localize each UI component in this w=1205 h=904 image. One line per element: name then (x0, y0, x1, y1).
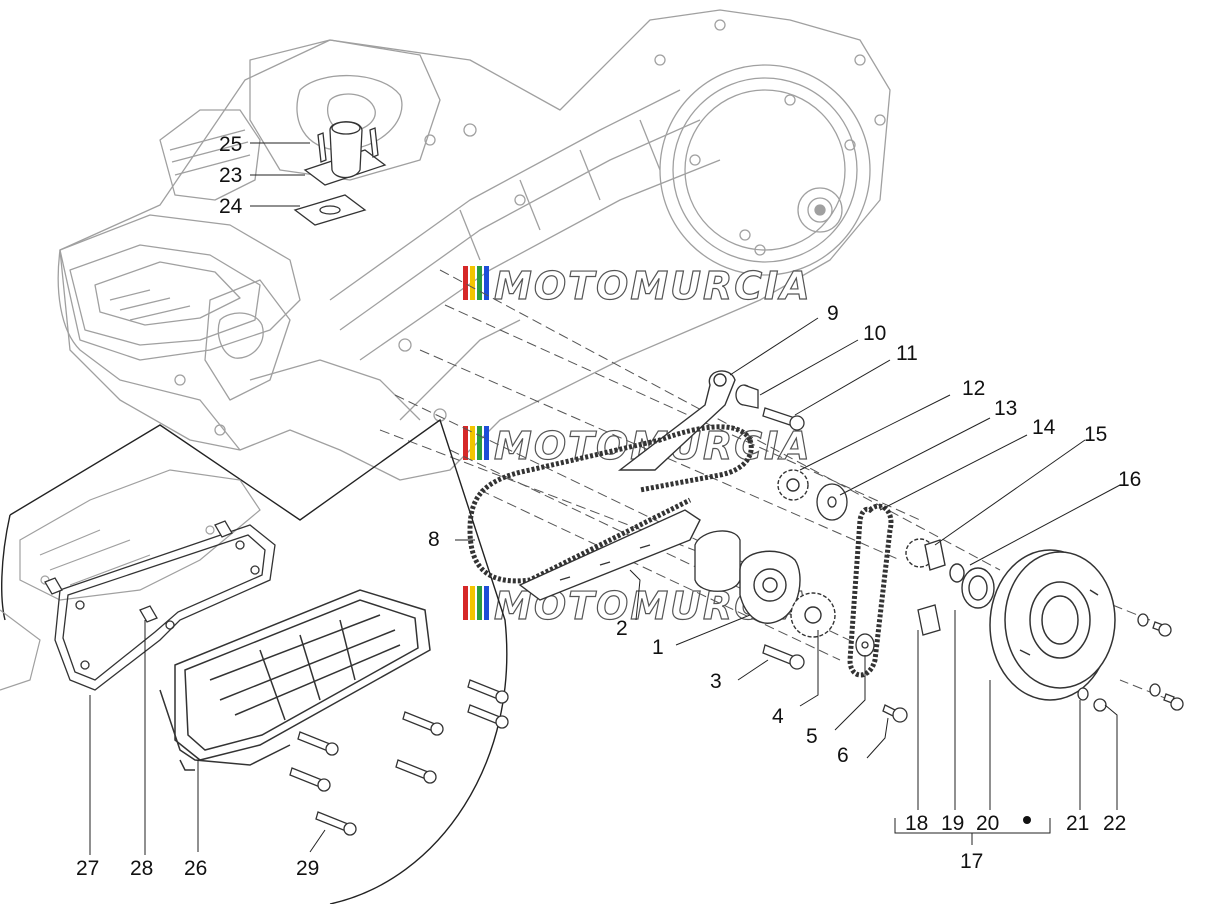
callout-5: 5 (806, 725, 818, 748)
washer-part-13 (816, 483, 848, 521)
leader-lines (89, 142, 1121, 855)
engine-assembly-drawing (57, 9, 891, 481)
callout-labels: 9 10 11 12 13 14 15 16 8 2 1 3 4 5 6 25 … (76, 133, 1141, 880)
watermark-text: MOTOMURCIA (494, 264, 812, 308)
callout-16: 16 (1118, 468, 1141, 491)
callout-14: 14 (1032, 416, 1056, 439)
pad-part-18 (917, 604, 941, 636)
timing-chain-part-8 (467, 424, 754, 584)
chain-guide-part-2 (518, 509, 701, 601)
bolts-part-22 (1093, 613, 1184, 712)
callout-23: 23 (219, 164, 242, 187)
chain-tensioner-parts (293, 121, 387, 226)
callout-15: 15 (1084, 423, 1107, 446)
callout-12: 12 (962, 377, 985, 400)
washer-part-5 (855, 633, 875, 657)
bushing-part-10 (735, 384, 759, 409)
inset-background-drawing (0, 469, 261, 691)
gasket-part-1-plate (694, 530, 741, 592)
callout-19: 19 (941, 812, 964, 835)
callout-28: 28 (130, 857, 153, 880)
gasket-part-27 (54, 524, 276, 691)
callout-26: 26 (184, 857, 207, 880)
callout-27: 27 (76, 857, 99, 880)
callout-9: 9 (827, 302, 839, 325)
crank-sprocket-part-12 (777, 469, 809, 501)
callout-17: 17 (960, 850, 983, 873)
callout-6: 6 (837, 744, 849, 767)
clutch-cover-drawing (659, 64, 871, 276)
callout-10: 10 (863, 322, 886, 345)
callout-4: 4 (772, 705, 784, 728)
callout-18: 18 (905, 812, 928, 835)
oil-pump-part-1 (739, 550, 801, 624)
bolt-part-6 (882, 704, 908, 723)
bolt-part-11 (762, 407, 805, 431)
cover-part-20 (989, 549, 1116, 701)
callout-20: 20 (976, 812, 999, 835)
bolt-part-3 (762, 644, 805, 670)
callout-24: 24 (219, 195, 243, 218)
oring-and-seal-parts (949, 563, 995, 609)
callout-25: 25 (219, 133, 242, 156)
sprocket-part-15 (905, 538, 946, 571)
dowel-pins-28 (44, 520, 233, 623)
callout-21: 21 (1066, 812, 1089, 835)
bolts-part-29 (289, 679, 509, 836)
watermark-1: MOTOMURCIA (463, 263, 812, 309)
callout-29: 29 (296, 857, 319, 880)
callout-11: 11 (896, 342, 918, 365)
oil-pan-inset (1, 418, 508, 904)
callout-13: 13 (994, 397, 1017, 420)
callout-22: 22 (1103, 812, 1126, 835)
callout-2: 2 (616, 617, 628, 640)
callout-8: 8 (428, 528, 440, 551)
callout-1: 1 (652, 636, 664, 659)
callout-3: 3 (710, 670, 722, 693)
bullet-dot (1023, 816, 1031, 824)
pump-sprocket-part-4 (790, 592, 836, 638)
tensioner-arm-part-9 (617, 370, 736, 471)
washers-part-21 (1077, 687, 1089, 701)
oil-pan-part-26 (159, 589, 431, 771)
